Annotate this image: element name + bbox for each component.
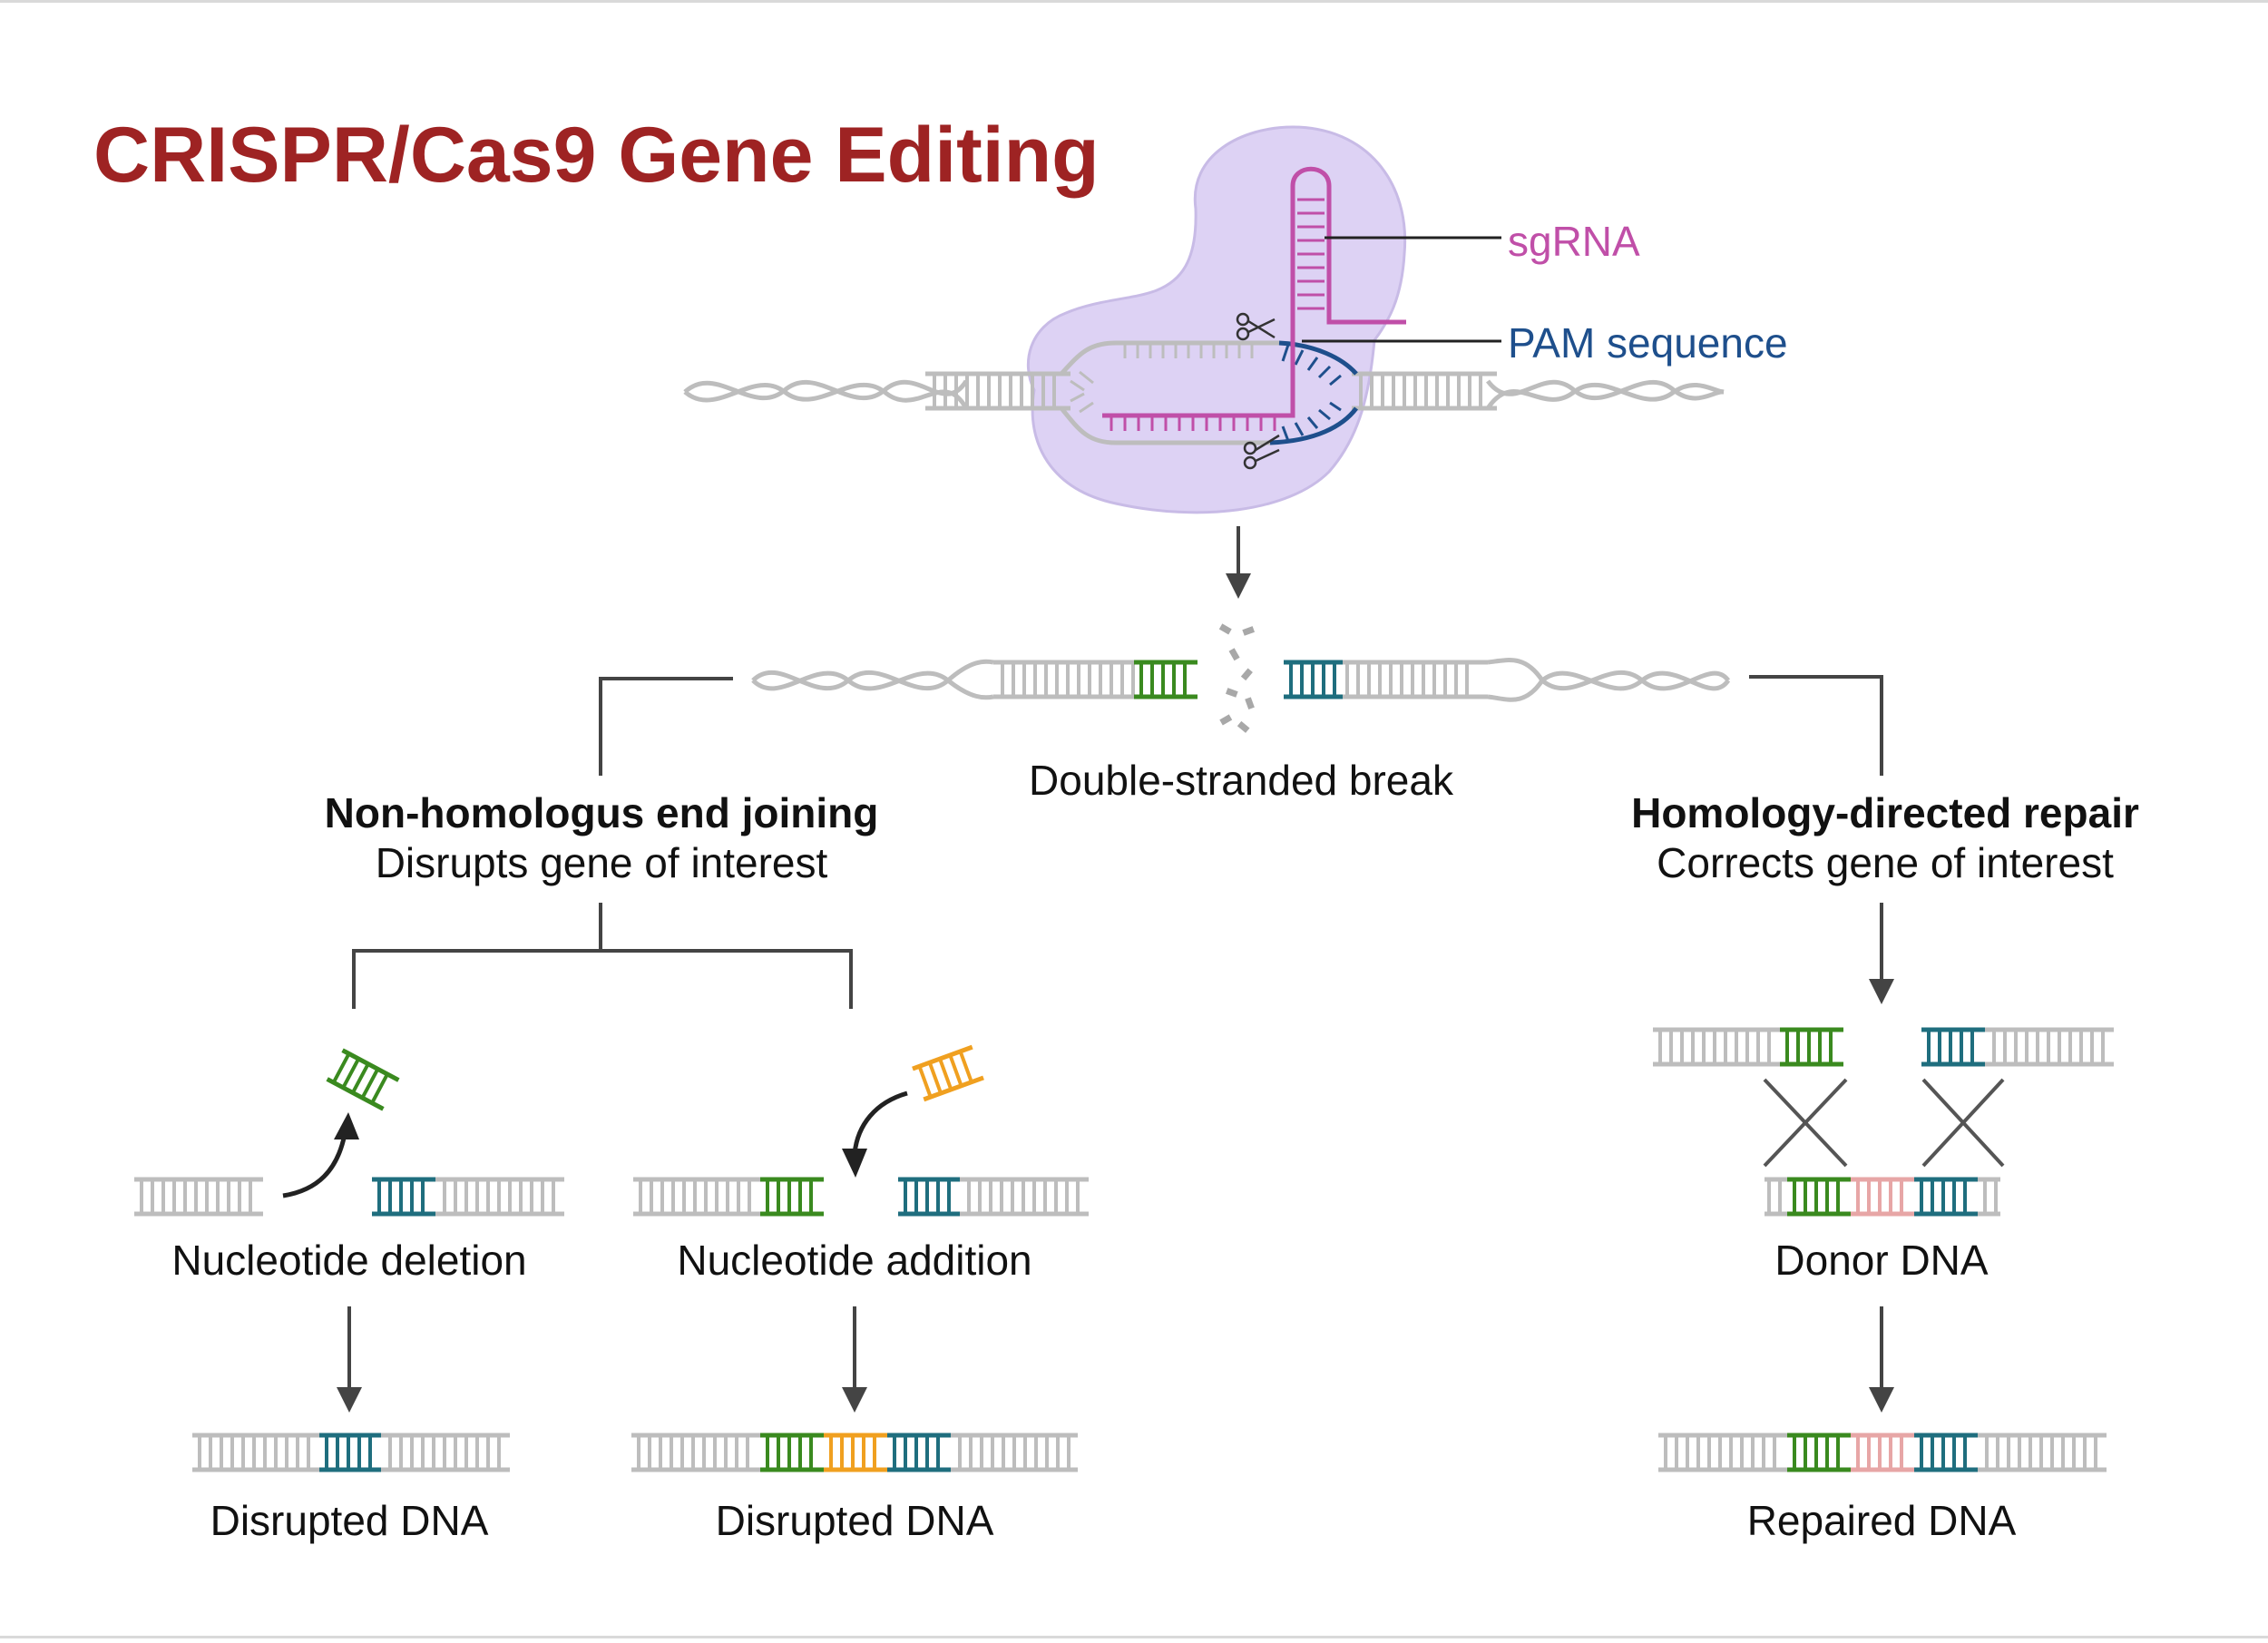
- curved-arrow-icon: [842, 1090, 908, 1178]
- disrupted-dna-2: [631, 1433, 1078, 1472]
- green-segment: [1134, 660, 1198, 699]
- dna-left-fragment: [633, 1177, 824, 1217]
- arrow-icon: [1869, 1306, 1894, 1413]
- hdr-subtitle: Corrects gene of interest: [1657, 839, 2114, 886]
- repaired-dna-icon: [1658, 1433, 2107, 1472]
- nhej-subtitle: Disrupts gene of interest: [376, 839, 828, 886]
- arrow-icon: [1869, 903, 1894, 1004]
- disrupted-dna-1-label: Disrupted DNA: [210, 1497, 489, 1544]
- pam-label: PAM sequence: [1508, 319, 1788, 367]
- hdr-left-arm: [1653, 1027, 1843, 1067]
- curved-arrow-icon: [282, 1112, 359, 1198]
- branch-connectors: [352, 675, 1883, 1009]
- nhej-title: Non-homologus end joining: [325, 789, 879, 836]
- dna-right-fragment: [372, 1177, 564, 1217]
- teal-segment: [1284, 660, 1343, 699]
- arrow-icon: [1226, 526, 1251, 599]
- dna-ladder-rungs: [933, 374, 1482, 408]
- page-title: CRISPR/Cas9 Gene Editing: [93, 112, 1100, 199]
- donor-dna-icon: [1765, 1177, 2000, 1217]
- arrow-icon: [842, 1306, 867, 1413]
- deletion-label: Nucleotide deletion: [171, 1237, 526, 1284]
- arrow-icon: [337, 1306, 362, 1413]
- broken-dna-icon: [751, 658, 1731, 702]
- disrupted-dna-1: [192, 1433, 510, 1472]
- sgrna-icon: [1102, 166, 1406, 431]
- sgrna-label: sgRNA: [1508, 218, 1640, 265]
- donor-label: Donor DNA: [1774, 1237, 1989, 1284]
- dna-right-fragment: [898, 1177, 1089, 1217]
- hdr-title: Homology-directed repair: [1631, 789, 2139, 836]
- crossover-icon: [1763, 1078, 2005, 1168]
- top-border: [0, 0, 2268, 3]
- bottom-border: [0, 1636, 2268, 1638]
- dna-left-fragment: [134, 1177, 263, 1217]
- added-fragment-icon: [912, 1044, 984, 1102]
- repaired-dna-label: Repaired DNA: [1747, 1497, 2017, 1544]
- disrupted-dna-2-label: Disrupted DNA: [716, 1497, 994, 1544]
- deleted-fragment-icon: [326, 1048, 400, 1111]
- scissors-icon: [1236, 312, 1276, 341]
- hdr-right-arm: [1921, 1027, 2114, 1067]
- dsb-label: Double-stranded break: [1029, 757, 1454, 804]
- dna-fragments: [1218, 623, 1256, 733]
- scissors-icon: [1243, 434, 1280, 470]
- unwound-dna: [1060, 340, 1358, 445]
- addition-label: Nucleotide addition: [677, 1237, 1031, 1284]
